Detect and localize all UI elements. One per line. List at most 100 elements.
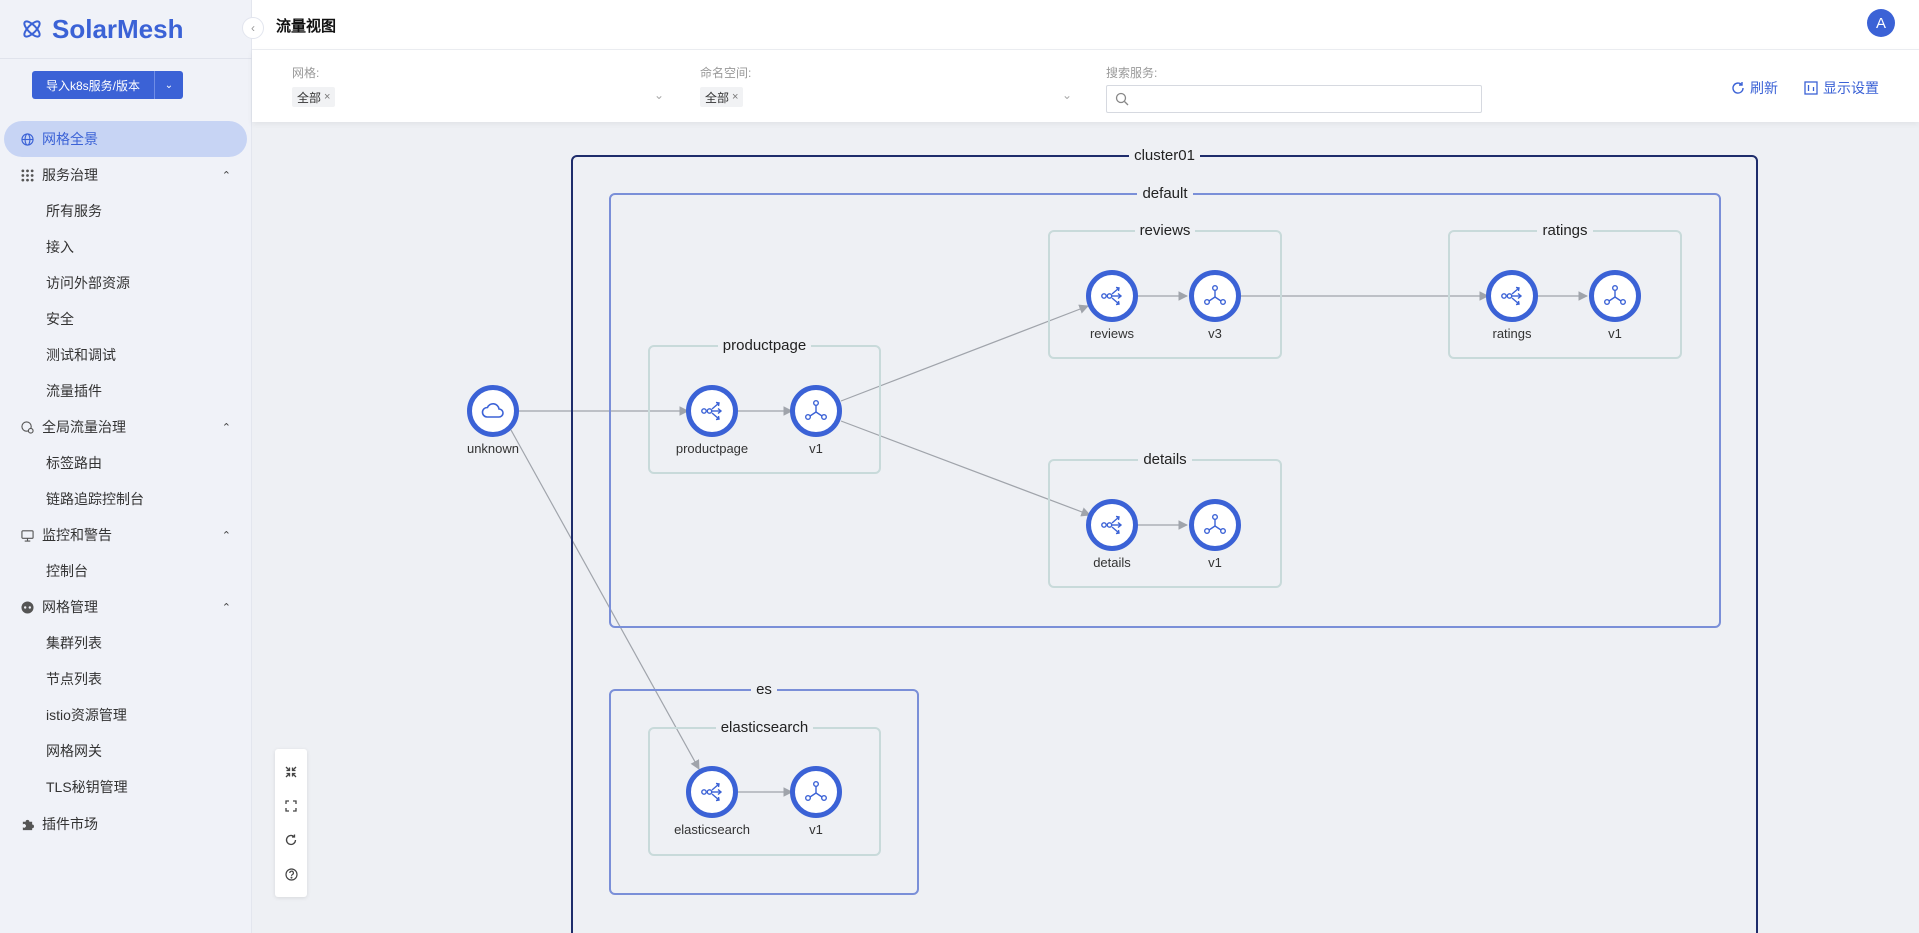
service-icon <box>1501 286 1523 306</box>
namespace-select[interactable]: 全部 × ⌄ <box>700 86 1072 108</box>
fullscreen-button[interactable] <box>283 798 299 814</box>
import-k8s-button[interactable]: 导入k8s服务/版本 <box>32 71 154 99</box>
refresh-icon <box>1732 82 1744 94</box>
fullscreen-icon <box>285 800 297 812</box>
sidebar-collapse-button[interactable]: ‹ <box>242 17 264 39</box>
display-settings-label: 显示设置 <box>1823 80 1879 96</box>
edge-v1-reviews <box>840 304 1089 402</box>
chevron-up-icon: ⌃ <box>221 169 231 182</box>
mesh-tag: 全部 × <box>292 87 336 107</box>
node-label: details <box>1093 555 1131 570</box>
sidebar-item-security[interactable]: 安全 <box>46 311 74 327</box>
search-box <box>1106 85 1482 113</box>
close-icon[interactable]: × <box>732 91 739 103</box>
chevron-up-icon: ⌃ <box>221 529 231 542</box>
sidebar-item-plugin-market[interactable]: 插件市场 <box>4 806 247 842</box>
node-workload-productpage-v1[interactable] <box>790 385 842 437</box>
sidebar-item-tag-routing[interactable]: 标签路由 <box>46 455 102 471</box>
node-service-productpage[interactable] <box>686 385 738 437</box>
sidebar-item-traffic-plugins[interactable]: 流量插件 <box>46 383 102 399</box>
chevron-up-icon: ⌃ <box>221 421 231 434</box>
sidebar-item-external-resources[interactable]: 访问外部资源 <box>46 275 130 291</box>
workload-icon <box>1204 514 1227 535</box>
sidebar-item-all-services[interactable]: 所有服务 <box>46 203 102 219</box>
refresh-button[interactable]: 刷新 <box>1731 78 1778 98</box>
close-icon[interactable]: × <box>324 91 331 103</box>
traffic-graph-canvas[interactable]: cluster01 default es productpage reviews… <box>252 122 1919 933</box>
fit-view-button[interactable] <box>283 764 299 780</box>
namespace-filter: 命名空间: 全部 × ⌄ <box>700 64 1072 108</box>
node-unknown[interactable] <box>467 385 519 437</box>
node-service-details[interactable] <box>1086 499 1138 551</box>
service-icon <box>1101 515 1123 535</box>
sidebar-item-mesh-gateway[interactable]: 网格网关 <box>46 743 102 759</box>
reset-button[interactable] <box>283 832 299 848</box>
sidebar-item-cluster-list[interactable]: 集群列表 <box>46 635 102 651</box>
chevron-left-icon: ‹ <box>251 21 255 35</box>
node-label: reviews <box>1089 326 1135 341</box>
node-service-elasticsearch[interactable] <box>686 766 738 818</box>
edge-unknown-elasticsearch <box>510 429 700 770</box>
sidebar-item-node-list[interactable]: 节点列表 <box>46 671 102 687</box>
mesh-filter-label: 网格: <box>292 66 320 80</box>
sidebar-item-service-governance[interactable]: 服务治理 ⌃ <box>4 157 247 193</box>
node-label: ratings <box>1492 326 1532 341</box>
node-workload-reviews-v3[interactable] <box>1189 270 1241 322</box>
sidebar-item-label: 网格全景 <box>42 131 98 147</box>
service-icon <box>701 401 723 421</box>
help-button[interactable] <box>283 866 299 882</box>
node-service-reviews[interactable] <box>1086 270 1138 322</box>
chart-settings-icon <box>1804 81 1818 95</box>
sidebar-item-mesh-management[interactable]: 网格管理 ⌃ <box>4 589 247 625</box>
chevron-down-icon: ⌄ <box>164 79 174 91</box>
sidebar-item-label: 网格管理 <box>42 599 98 615</box>
workload-icon <box>1204 285 1227 306</box>
display-settings-button[interactable]: 显示设置 <box>1804 78 1879 98</box>
mesh-select[interactable]: 全部 × ⌄ <box>292 86 664 108</box>
mesh-filter: 网格: 全部 × ⌄ <box>292 64 664 108</box>
sidebar-item-label: 全局流量治理 <box>42 419 126 435</box>
page-title: 流量视图 <box>276 18 337 35</box>
sidebar-item-tls-secrets[interactable]: TLS秘钥管理 <box>46 779 128 795</box>
node-workload-ratings-v1[interactable] <box>1589 270 1641 322</box>
sidebar-item-tracing-console[interactable]: 链路追踪控制台 <box>46 491 144 507</box>
sidebar-item-access[interactable]: 接入 <box>46 239 74 255</box>
grid-icon <box>20 168 34 182</box>
sidebar-item-monitoring[interactable]: 监控和警告 ⌃ <box>4 517 247 553</box>
sidebar-item-mesh-overview[interactable]: 网格全景 <box>4 121 247 157</box>
node-label: v3 <box>1208 326 1222 341</box>
divider <box>0 58 252 59</box>
namespace-tag: 全部 × <box>700 87 744 107</box>
chevron-down-icon: ⌄ <box>653 88 664 102</box>
sidebar-item-label: 服务治理 <box>42 167 98 183</box>
sidebar: SolarMesh 导入k8s服务/版本 ⌄ 网格全景 服务治理 ⌃ 所有服务 … <box>0 0 252 933</box>
sidebar-item-global-traffic[interactable]: 全局流量治理 ⌃ <box>4 409 247 445</box>
cloud-icon <box>481 403 504 418</box>
workload-icon <box>805 400 828 421</box>
puzzle-icon <box>20 817 34 831</box>
tag-label: 全部 <box>297 90 322 105</box>
import-button-group: 导入k8s服务/版本 ⌄ <box>32 71 183 99</box>
collapse-arrows-icon <box>285 766 297 778</box>
search-icon <box>1115 92 1129 106</box>
node-label: productpage <box>675 441 749 456</box>
search-input[interactable] <box>1129 87 1481 111</box>
brand-logo[interactable]: SolarMesh <box>20 14 184 44</box>
workload-icon <box>1604 285 1627 306</box>
node-service-ratings[interactable] <box>1486 270 1538 322</box>
search-filter: 搜索服务: <box>1106 64 1482 113</box>
import-dropdown-button[interactable]: ⌄ <box>154 71 183 99</box>
avatar[interactable]: A <box>1867 9 1895 37</box>
namespace-filter-label: 命名空间: <box>700 66 752 80</box>
node-workload-details-v1[interactable] <box>1189 499 1241 551</box>
node-label: elasticsearch <box>674 822 750 837</box>
filter-bar: 网格: 全部 × ⌄ 命名空间: 全部 × ⌄ 搜索服务: 刷新 <box>252 50 1919 122</box>
sidebar-item-console[interactable]: 控制台 <box>46 563 88 579</box>
globe-icon <box>20 132 34 146</box>
node-label: unknown <box>466 441 520 456</box>
sidebar-item-test-debug[interactable]: 测试和调试 <box>46 347 116 363</box>
node-workload-elasticsearch-v1[interactable] <box>790 766 842 818</box>
workload-icon <box>805 781 828 802</box>
sidebar-item-istio-resources[interactable]: istio资源管理 <box>46 707 127 723</box>
header: 流量视图 A <box>252 0 1919 50</box>
